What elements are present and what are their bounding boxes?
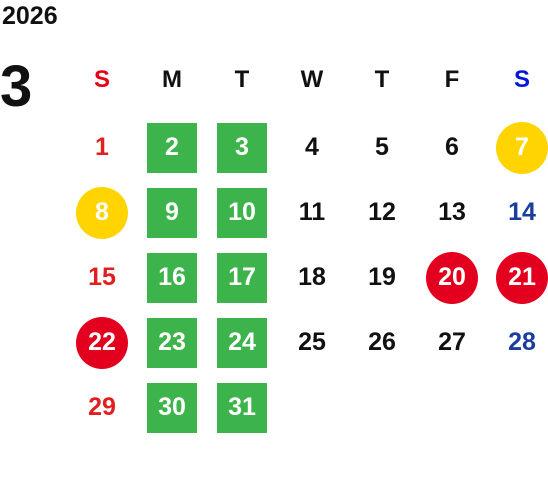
day-cell: 26 bbox=[347, 310, 417, 375]
day-cell: 28 bbox=[487, 310, 548, 375]
day-cell: 29 bbox=[67, 375, 137, 440]
day-cell bbox=[417, 375, 487, 440]
day-number[interactable]: 28 bbox=[508, 328, 536, 356]
day-cell: 3 bbox=[207, 115, 277, 180]
day-cell: 25 bbox=[277, 310, 347, 375]
weekday-header-friday: F bbox=[444, 66, 460, 93]
day-number[interactable]: 4 bbox=[305, 133, 319, 161]
day-cell bbox=[347, 375, 417, 440]
day-cell: 20 bbox=[417, 245, 487, 310]
day-cell: 1 bbox=[67, 115, 137, 180]
day-cell: 21 bbox=[487, 245, 548, 310]
weekday-header-tuesday: T bbox=[234, 66, 250, 93]
day-cell: 12 bbox=[347, 180, 417, 245]
day-number[interactable]: 22 bbox=[76, 316, 128, 369]
day-cell: 2 bbox=[137, 115, 207, 180]
day-cell: 17 bbox=[207, 245, 277, 310]
day-number[interactable]: 23 bbox=[147, 317, 197, 368]
day-number[interactable]: 19 bbox=[368, 263, 396, 291]
day-cell: 8 bbox=[67, 180, 137, 245]
day-number[interactable]: 25 bbox=[298, 328, 326, 356]
day-cell: 14 bbox=[487, 180, 548, 245]
weekday-header-wednesday: W bbox=[300, 66, 324, 93]
month-label: 3 bbox=[0, 54, 33, 119]
day-number[interactable]: 2 bbox=[147, 122, 197, 173]
day-cell: 11 bbox=[277, 180, 347, 245]
day-number[interactable]: 20 bbox=[426, 251, 478, 304]
day-cell: 19 bbox=[347, 245, 417, 310]
day-number[interactable]: 30 bbox=[147, 382, 197, 433]
day-number[interactable]: 11 bbox=[298, 198, 326, 226]
day-number[interactable]: 21 bbox=[496, 251, 548, 304]
weekday-header-thursday: T bbox=[374, 66, 390, 93]
day-cell: 24 bbox=[207, 310, 277, 375]
day-number[interactable]: 29 bbox=[88, 393, 116, 421]
day-number[interactable]: 10 bbox=[217, 187, 267, 238]
day-number[interactable]: 17 bbox=[217, 252, 267, 303]
day-cell: 31 bbox=[207, 375, 277, 440]
day-number[interactable]: 12 bbox=[368, 198, 396, 226]
day-number[interactable]: 3 bbox=[217, 122, 267, 173]
day-number[interactable]: 24 bbox=[217, 317, 267, 368]
day-cell: 23 bbox=[137, 310, 207, 375]
day-number[interactable]: 7 bbox=[496, 121, 548, 174]
day-number[interactable]: 13 bbox=[438, 198, 466, 226]
weekday-header-monday: M bbox=[162, 66, 182, 93]
year-label: 2026 bbox=[2, 2, 58, 30]
day-cell: 10 bbox=[207, 180, 277, 245]
day-number[interactable]: 31 bbox=[217, 382, 267, 433]
day-number[interactable]: 15 bbox=[88, 263, 116, 291]
day-number[interactable]: 5 bbox=[375, 133, 389, 161]
day-cell bbox=[277, 375, 347, 440]
day-number[interactable]: 18 bbox=[298, 263, 326, 291]
day-cell: 18 bbox=[277, 245, 347, 310]
weekday-header-sunday: S bbox=[93, 66, 110, 93]
day-cell: 16 bbox=[137, 245, 207, 310]
day-number[interactable]: 14 bbox=[508, 198, 536, 226]
day-cell: 22 bbox=[67, 310, 137, 375]
weekday-header-saturday: S bbox=[513, 66, 530, 93]
day-cell: 30 bbox=[137, 375, 207, 440]
day-cell: 13 bbox=[417, 180, 487, 245]
day-number[interactable]: 8 bbox=[76, 186, 128, 239]
day-cell: 6 bbox=[417, 115, 487, 180]
day-cell: 27 bbox=[417, 310, 487, 375]
day-cell: 9 bbox=[137, 180, 207, 245]
day-number[interactable]: 26 bbox=[368, 328, 396, 356]
day-number[interactable]: 9 bbox=[147, 187, 197, 238]
day-cell: 15 bbox=[67, 245, 137, 310]
day-cell bbox=[487, 375, 548, 440]
day-number[interactable]: 1 bbox=[95, 133, 109, 161]
day-cell: 7 bbox=[487, 115, 548, 180]
day-number[interactable]: 27 bbox=[438, 328, 466, 356]
day-number[interactable]: 6 bbox=[445, 133, 459, 161]
day-cell: 4 bbox=[277, 115, 347, 180]
day-cell: 5 bbox=[347, 115, 417, 180]
day-number[interactable]: 16 bbox=[147, 252, 197, 303]
